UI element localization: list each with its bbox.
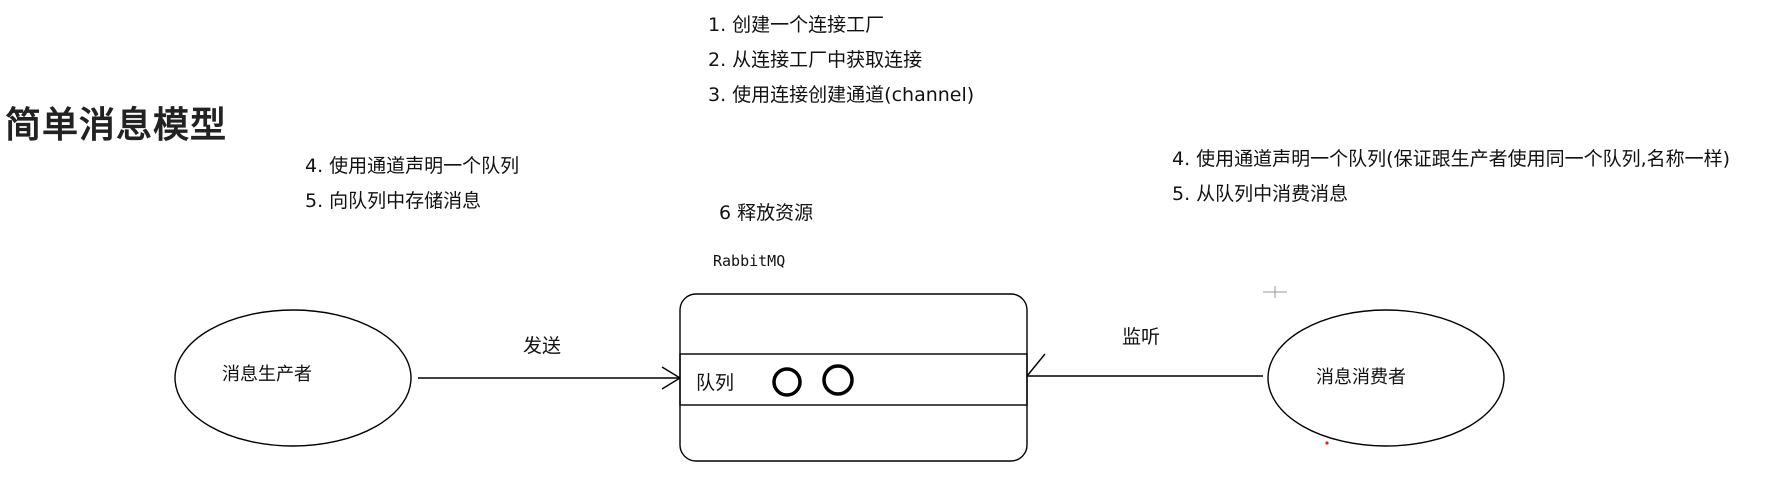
rabbitmq-label: RabbitMQ xyxy=(713,252,786,270)
step-create-channel: 3. 使用连接创建通道(channel) xyxy=(708,84,975,106)
listen-arrow xyxy=(1026,353,1263,377)
queue-message-1 xyxy=(772,367,802,397)
page-title: 简单消息模型 xyxy=(5,105,228,146)
step-consumer-consume-message: 5. 从队列中消费消息 xyxy=(1172,183,1349,205)
queue-label: 队列 xyxy=(696,372,735,394)
connection-steps: 1. 创建一个连接工厂 2. 从连接工厂中获取连接 3. 使用连接创建通道(ch… xyxy=(708,8,974,113)
red-dot-marker xyxy=(1325,441,1329,445)
consumer-steps: 4. 使用通道声明一个队列(保证跟生产者使用同一个队列,名称一样) 5. 从队列… xyxy=(1172,142,1730,212)
step-release-resources: 6 释放资源 xyxy=(719,202,814,224)
queue-message-2 xyxy=(822,364,854,396)
consumer-node xyxy=(1267,309,1505,447)
send-arrow xyxy=(418,366,681,390)
queue-box xyxy=(679,353,1028,406)
producer-label: 消息生产者 xyxy=(222,364,312,385)
step-get-connection: 2. 从连接工厂中获取连接 xyxy=(708,49,923,71)
consumer-label: 消息消费者 xyxy=(1316,367,1406,388)
step-producer-declare-queue: 4. 使用通道声明一个队列 xyxy=(305,155,520,177)
step-producer-store-message: 5. 向队列中存储消息 xyxy=(305,190,482,212)
step-create-factory: 1. 创建一个连接工厂 xyxy=(708,14,885,36)
crosshair-cursor-icon xyxy=(1263,286,1287,298)
send-label: 发送 xyxy=(523,335,562,357)
producer-steps: 4. 使用通道声明一个队列 5. 向队列中存储消息 xyxy=(305,149,519,219)
step-consumer-declare-queue: 4. 使用通道声明一个队列(保证跟生产者使用同一个队列,名称一样) xyxy=(1172,148,1731,170)
producer-node xyxy=(174,309,412,447)
listen-label: 监听 xyxy=(1122,326,1161,348)
